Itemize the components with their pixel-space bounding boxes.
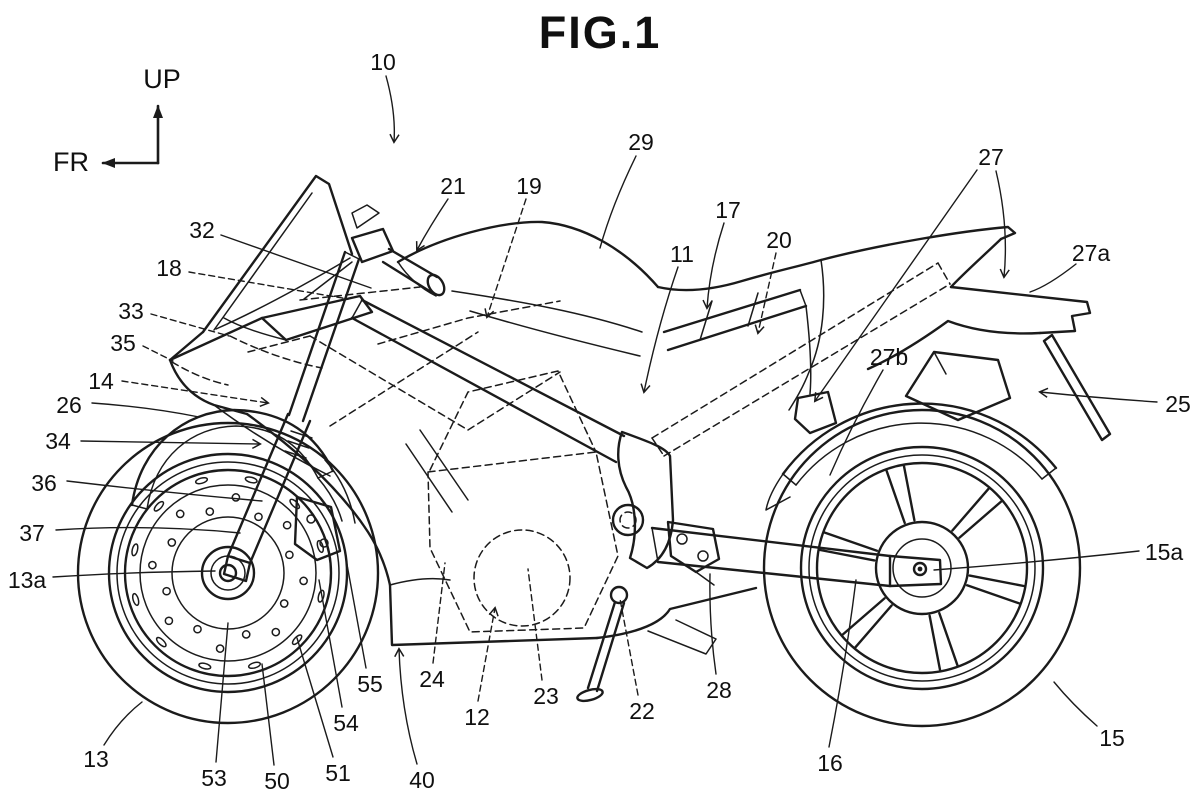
leader-line-27a bbox=[1029, 263, 1077, 293]
ref-label-22: 22 bbox=[629, 698, 655, 724]
ref-label-37: 37 bbox=[19, 520, 45, 546]
leader-line-12 bbox=[477, 606, 499, 702]
ref-label-24: 24 bbox=[419, 666, 445, 692]
rear-wheel-spokes bbox=[819, 465, 1025, 671]
front-fairing bbox=[168, 294, 469, 587]
leader-line-40 bbox=[394, 647, 418, 765]
axis-label-fr: FR bbox=[53, 147, 89, 177]
ref-label-14: 14 bbox=[88, 368, 114, 394]
ref-label-25: 25 bbox=[1165, 391, 1191, 417]
windscreen bbox=[201, 174, 354, 334]
ref-label-27b: 27b bbox=[870, 344, 908, 370]
seat-tail bbox=[651, 225, 1112, 457]
ref-label-51: 51 bbox=[325, 760, 351, 786]
leader-line-35 bbox=[142, 345, 174, 362]
rear-wheel bbox=[762, 408, 1082, 728]
leader-line-33 bbox=[150, 313, 230, 337]
figure-title: FIG.1 bbox=[539, 7, 662, 58]
ref-label-19: 19 bbox=[516, 173, 542, 199]
leader-line-55 bbox=[345, 558, 367, 669]
motorcycle-drawing bbox=[76, 174, 1112, 728]
leader-line-14 bbox=[121, 380, 270, 408]
leader-line-15 bbox=[1053, 681, 1098, 727]
leader-line-25 bbox=[1038, 387, 1158, 403]
ref-label-13a: 13a bbox=[8, 567, 47, 593]
leader-line-28 bbox=[709, 573, 717, 675]
ref-label-20: 20 bbox=[766, 227, 792, 253]
leader-line-15a bbox=[933, 550, 1140, 571]
leader-line-16 bbox=[828, 579, 857, 748]
frame bbox=[350, 288, 812, 570]
leader-line-27b bbox=[829, 369, 884, 476]
ref-label-10: 10 bbox=[370, 49, 396, 75]
leader-line-10 bbox=[385, 75, 400, 144]
front-wheel bbox=[76, 421, 380, 725]
ref-label-13: 13 bbox=[83, 746, 109, 772]
leader-line-13 bbox=[103, 701, 143, 746]
leader-line-17 bbox=[702, 222, 725, 310]
leader-line-36 bbox=[66, 480, 263, 502]
ref-label-29: 29 bbox=[628, 129, 654, 155]
ref-label-15: 15 bbox=[1099, 725, 1125, 751]
leader-line-53 bbox=[215, 622, 229, 763]
leader-line-37 bbox=[55, 526, 241, 534]
leader-line-27-2 bbox=[995, 170, 1010, 279]
leader-line-29 bbox=[599, 155, 637, 249]
engine-hidden-outline bbox=[171, 286, 619, 633]
ref-label-32: 32 bbox=[189, 217, 215, 243]
leader-line-27-1 bbox=[813, 169, 978, 403]
ref-label-16: 16 bbox=[817, 750, 843, 776]
axis-label-up: UP bbox=[143, 64, 181, 94]
ref-label-55: 55 bbox=[357, 671, 383, 697]
leader-line-26 bbox=[91, 402, 200, 418]
ref-label-18: 18 bbox=[156, 255, 182, 281]
rear-hugger bbox=[765, 402, 1058, 511]
reference-labels-layer: 10 29 21 19 17 20 11 27 27a 27b 25 15a 15 16 28 22 23 12 2… bbox=[8, 49, 1191, 794]
ref-label-40: 40 bbox=[409, 767, 435, 793]
leader-line-24 bbox=[432, 562, 446, 664]
leader-line-50 bbox=[261, 663, 275, 766]
ref-label-11: 11 bbox=[670, 241, 694, 267]
footpeg-bracket bbox=[666, 520, 721, 586]
leader-line-13a bbox=[52, 570, 216, 578]
front-brake-caliper bbox=[293, 495, 342, 562]
ref-label-21: 21 bbox=[440, 173, 466, 199]
ref-label-33: 33 bbox=[118, 298, 144, 324]
front-fender bbox=[130, 408, 356, 524]
fuel-tank bbox=[396, 220, 660, 357]
ref-label-28: 28 bbox=[706, 677, 732, 703]
swingarm bbox=[650, 526, 943, 588]
ref-label-17: 17 bbox=[715, 197, 741, 223]
muffler bbox=[904, 350, 1012, 422]
belly-pan bbox=[388, 577, 758, 655]
leader-line-23 bbox=[527, 568, 543, 681]
ref-label-27: 27 bbox=[978, 144, 1004, 170]
leader-line-34 bbox=[80, 438, 262, 450]
leader-line-18 bbox=[188, 271, 349, 300]
leader-line-21 bbox=[415, 198, 449, 252]
ref-label-15a: 15a bbox=[1145, 539, 1184, 565]
leader-line-22 bbox=[619, 598, 639, 696]
ref-label-50: 50 bbox=[264, 768, 290, 794]
leader-line-54 bbox=[318, 579, 343, 708]
leader-line-20 bbox=[754, 252, 777, 335]
ref-label-35: 35 bbox=[110, 330, 136, 356]
leader-line-11 bbox=[640, 266, 679, 394]
ref-label-34: 34 bbox=[45, 428, 71, 454]
ref-label-53: 53 bbox=[201, 765, 227, 791]
ref-label-54: 54 bbox=[333, 710, 359, 736]
ref-label-26: 26 bbox=[56, 392, 82, 418]
leader-line-19 bbox=[484, 198, 527, 319]
orientation-axes: UP FR bbox=[53, 64, 181, 177]
kickstand bbox=[576, 585, 629, 703]
ref-label-36: 36 bbox=[31, 470, 57, 496]
ref-label-23: 23 bbox=[533, 683, 559, 709]
leader-line-32 bbox=[220, 234, 372, 289]
handlebar bbox=[303, 204, 446, 300]
front-brake-disc-holes bbox=[148, 493, 308, 653]
ref-label-12: 12 bbox=[464, 704, 490, 730]
ref-label-27a: 27a bbox=[1072, 240, 1111, 266]
leader-line-51 bbox=[296, 637, 334, 758]
